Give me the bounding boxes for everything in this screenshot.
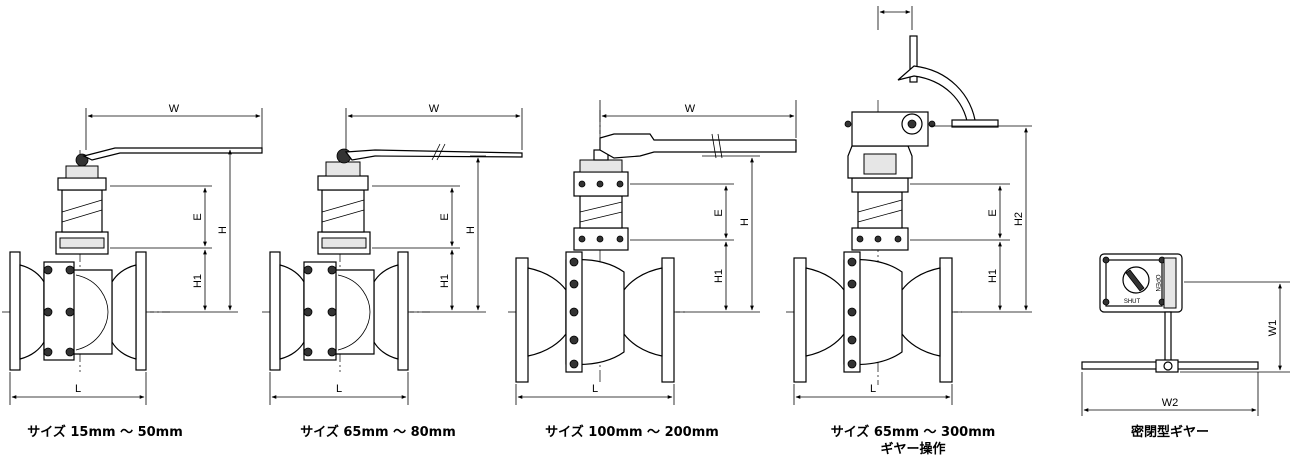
valve-drawing-15-50mm: W H E H1 L [2,103,263,405]
dim-E: E [439,213,451,220]
dim-H1: H1 [987,269,999,283]
dim-W1: W1 [1267,320,1279,337]
dim-H1: H1 [713,269,725,283]
dim-E: E [713,209,725,216]
dim-H: H [739,218,751,226]
dim-L: L [592,383,598,395]
caption-65-80mm: サイズ 65mm 〜 80mm [300,425,456,440]
valve-drawing-65-80mm: W H E H1 L [262,103,523,405]
dim-H1: H1 [439,274,451,288]
dim-E: E [987,209,999,216]
dim-L: L [75,383,81,395]
dim-H2: H2 [1013,212,1025,226]
dim-W: W [429,103,440,115]
gear-label-shut: SHUT [1124,299,1141,305]
valve-drawing-65-300mm-gear: H2 E H1 L [786,6,1032,405]
enclosed-gear-drawing: SHUT OPEN W1 W2 [1081,253,1290,416]
dim-W: W [685,103,696,115]
caption-100-200mm: サイズ 100mm 〜 200mm [545,425,719,440]
dim-H1: H1 [192,274,204,288]
valve-drawing-100-200mm: W H E H1 L [508,100,797,405]
dim-W2: W2 [1162,397,1179,409]
caption-enclosed-gear: 密閉型ギヤー [1130,425,1209,440]
caption-15-50mm: サイズ 15mm 〜 50mm [27,425,183,440]
dim-L: L [336,383,342,395]
dim-H: H [465,226,477,234]
caption-gear-operation: ギヤー操作 [880,442,946,457]
dim-L: L [870,383,876,395]
gear-label-open: OPEN [1154,274,1160,291]
dim-E: E [192,213,204,220]
dim-W: W [169,103,180,115]
dim-H: H [217,226,229,234]
caption-65-300mm: サイズ 65mm 〜 300mm [830,425,996,440]
